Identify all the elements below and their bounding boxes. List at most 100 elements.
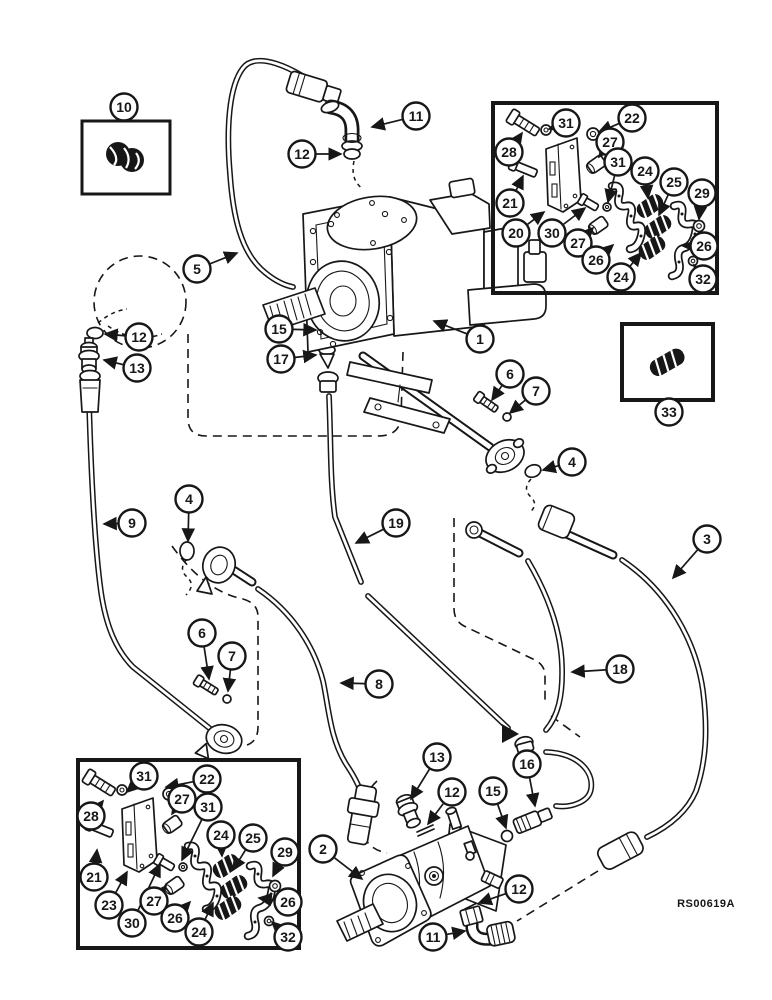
callout-number: 24 xyxy=(191,924,207,940)
callout-24: 24 xyxy=(206,820,236,858)
callout-circle xyxy=(563,228,593,258)
tube-9-end-fitting xyxy=(79,369,101,413)
hose-3 xyxy=(622,560,706,837)
main-hydraulic-pump xyxy=(262,177,547,434)
callout-number: 2 xyxy=(319,841,327,857)
callout-circle xyxy=(270,837,300,867)
callout-number: 29 xyxy=(277,844,293,860)
callout-arrow xyxy=(541,460,559,474)
callout-number: 26 xyxy=(280,894,296,910)
callout-arrow xyxy=(295,349,318,364)
elbow-fitting-bottom xyxy=(459,905,516,947)
callout-number: 15 xyxy=(485,783,501,799)
callout-arrow xyxy=(176,900,192,916)
callout-number: 12 xyxy=(511,881,527,897)
callout-number: 29 xyxy=(694,185,710,201)
callout-3: 3 xyxy=(671,524,722,580)
callout-32: 32 xyxy=(270,920,303,952)
callout-21: 21 xyxy=(79,848,109,892)
callout-circle xyxy=(122,353,152,383)
callout-23: 23 xyxy=(94,870,128,920)
callout-circle xyxy=(184,917,214,947)
callout-26: 26 xyxy=(681,231,719,261)
callout-17: 17 xyxy=(266,344,318,374)
callout-circle xyxy=(494,137,524,167)
callout-arrow xyxy=(508,399,526,415)
callout-arrow xyxy=(432,319,467,335)
callout-number: 30 xyxy=(544,225,560,241)
callout-4: 4 xyxy=(541,447,587,477)
callout-arrow xyxy=(597,142,613,159)
callout-circle xyxy=(129,761,159,791)
callout-number: 7 xyxy=(532,383,540,399)
callout-arrow xyxy=(491,385,505,402)
callout-24: 24 xyxy=(606,251,643,292)
callout-number: 4 xyxy=(568,454,576,470)
callout-circle xyxy=(401,101,431,131)
callout-20: 20 xyxy=(501,210,546,248)
callout-circle xyxy=(174,484,204,514)
o-ring-4-right xyxy=(524,463,542,479)
flange-stub-8 xyxy=(196,546,237,595)
callout-24: 24 xyxy=(184,901,214,947)
callout-arrow xyxy=(511,174,524,191)
callout-12: 12 xyxy=(477,874,534,906)
callout-arrow xyxy=(693,205,708,221)
callout-10: 10 xyxy=(109,92,139,122)
callout-22: 22 xyxy=(597,103,647,134)
callout-circle xyxy=(422,742,452,772)
callout-number: 27 xyxy=(146,893,162,909)
fitting-16 xyxy=(512,807,553,834)
callout-19: 19 xyxy=(354,508,411,544)
callout-arrow xyxy=(171,799,185,816)
washer-7-upper xyxy=(502,412,512,422)
secondary-pump xyxy=(336,806,507,947)
callout-6: 6 xyxy=(491,359,525,402)
callout-26: 26 xyxy=(257,887,303,917)
callout-number: 17 xyxy=(273,351,289,367)
callout-number: 11 xyxy=(426,929,441,945)
callout-number: 27 xyxy=(174,791,190,807)
callout-arrow xyxy=(570,664,606,678)
callout-arrow xyxy=(495,804,509,830)
callout-circle xyxy=(418,922,448,952)
callout-arrow xyxy=(563,206,587,225)
callout-circle xyxy=(182,254,212,284)
callout-12: 12 xyxy=(426,777,467,826)
callout-arrow xyxy=(410,768,431,801)
callout-arrow xyxy=(152,884,168,901)
callout-circle xyxy=(617,103,647,133)
o-ring-15-lower xyxy=(500,829,514,843)
callout-arrow xyxy=(88,848,103,864)
callout-arrow xyxy=(222,670,237,693)
callout-arrow xyxy=(103,328,125,342)
callout-24: 24 xyxy=(630,156,660,200)
callout-circle xyxy=(465,324,495,354)
fitting-13-lower xyxy=(395,793,422,829)
callout-circle xyxy=(264,314,294,344)
callout-circle xyxy=(124,322,154,352)
callout-arrow xyxy=(201,901,214,920)
upper-bracket-kit-box xyxy=(491,101,719,295)
callout-number: 12 xyxy=(131,329,147,345)
callout-circle xyxy=(630,156,660,186)
callout-number: 21 xyxy=(502,195,518,211)
callout-circle xyxy=(364,669,394,699)
callout-arrow xyxy=(658,194,671,217)
callout-circle xyxy=(139,886,169,916)
callout-12: 12 xyxy=(287,139,343,169)
callout-16: 16 xyxy=(512,749,542,808)
callout-29: 29 xyxy=(270,837,300,878)
callout-15: 15 xyxy=(264,314,318,344)
callout-32: 32 xyxy=(688,263,718,294)
callout-number: 31 xyxy=(610,154,626,170)
callout-29: 29 xyxy=(687,178,717,221)
callout-arrow xyxy=(102,356,124,370)
callout-number: 7 xyxy=(228,648,236,664)
callout-arrow xyxy=(527,210,546,226)
callout-number: 21 xyxy=(86,869,102,885)
callout-circle xyxy=(603,147,633,177)
callout-circle xyxy=(76,801,106,831)
